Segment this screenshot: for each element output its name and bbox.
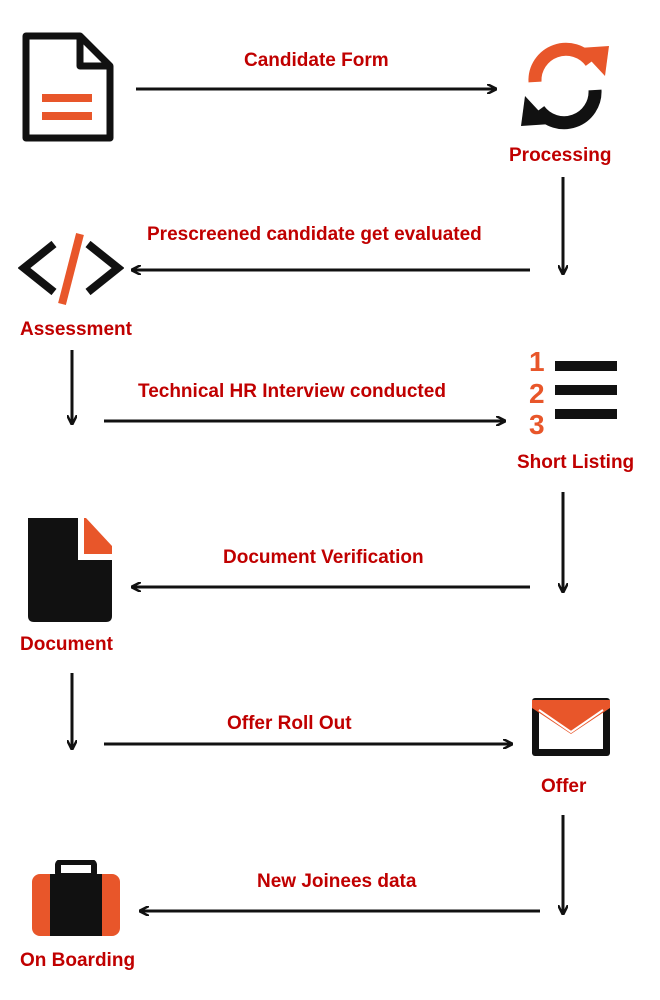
briefcase-icon bbox=[32, 860, 120, 936]
svg-text:1: 1 bbox=[529, 346, 545, 377]
node-label-onboarding: On Boarding bbox=[20, 950, 136, 971]
svg-text:3: 3 bbox=[529, 409, 545, 437]
edge-label-new-joinees: New Joinees data bbox=[257, 871, 417, 892]
node-label-shortlist: Short Listing bbox=[517, 452, 635, 473]
node-label-offer: Offer bbox=[541, 776, 587, 797]
node-label-assessment: Assessment bbox=[20, 319, 132, 340]
envelope-icon bbox=[532, 698, 610, 756]
edge-label-doc-verification: Document Verification bbox=[223, 547, 424, 568]
edge-label-candidate-form: Candidate Form bbox=[244, 50, 389, 71]
node-label-document: Document bbox=[20, 634, 113, 655]
node-label-processing: Processing bbox=[509, 145, 612, 166]
numbered-list-icon: 1 2 3 bbox=[529, 346, 617, 437]
file-icon bbox=[28, 518, 112, 622]
svg-text:2: 2 bbox=[529, 378, 545, 409]
edge-label-technical-hr: Technical HR Interview conducted bbox=[138, 381, 446, 402]
edge-label-prescreened: Prescreened candidate get evaluated bbox=[147, 224, 482, 245]
refresh-icon bbox=[521, 42, 609, 130]
document-lines-icon bbox=[22, 32, 114, 142]
edge-label-offer-rollout: Offer Roll Out bbox=[227, 713, 352, 734]
code-icon bbox=[18, 233, 124, 305]
